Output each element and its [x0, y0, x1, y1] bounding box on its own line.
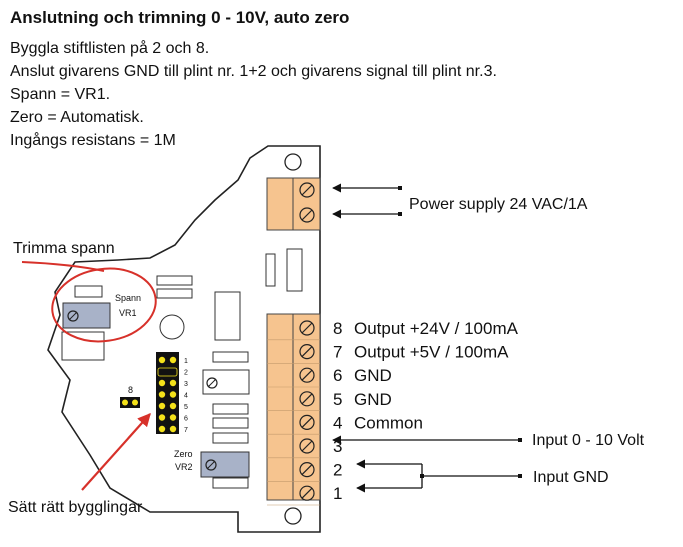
- component-resistor-a: [265, 253, 276, 287]
- satt-ratt-arrow: [81, 413, 151, 491]
- header-pin-left-6: [158, 414, 166, 421]
- zero-label: Zero: [174, 449, 193, 459]
- header-pin-right-7: [169, 425, 177, 433]
- jumper-8-label: 8: [128, 385, 133, 395]
- component-small-top: [74, 285, 103, 298]
- terminal-label-7: Output +5V / 100mA: [354, 343, 509, 362]
- terminal-label-8: Output +24V / 100mA: [354, 319, 519, 338]
- circuit-board-outline: [47, 145, 321, 533]
- input-volt-label: Input 0 - 10 Volt: [532, 432, 645, 449]
- power-supply-label: Power supply 24 VAC/1A: [409, 196, 588, 213]
- header-pin-left-5: [158, 402, 166, 410]
- component-bar-7: [212, 477, 249, 489]
- header-pin-left-1: [158, 356, 166, 364]
- header-pin-left-4: [158, 391, 166, 398]
- terminal-label-4: Common: [354, 413, 423, 432]
- trimma-spann-leader: [21, 261, 105, 272]
- terminal-number-4: 4: [333, 413, 342, 432]
- terminal-number-7: 7: [333, 343, 342, 362]
- header-pin-left-3: [158, 379, 166, 387]
- header-pin-right-6: [169, 414, 177, 421]
- terminal-number-1: 1: [333, 484, 342, 503]
- component-bar-5: [212, 417, 249, 429]
- instruction-zero: Zero = Automatisk.: [10, 109, 144, 126]
- component-relay: [214, 291, 241, 341]
- mounting-hole-top: [284, 153, 302, 171]
- satt-ratt-label: Sätt rätt bygglingar: [8, 499, 143, 516]
- instruction-jumper: Byggla stiftlisten på 2 och 8.: [10, 40, 210, 57]
- component-resistor-b: [286, 248, 303, 292]
- header-pin-left-7: [158, 425, 166, 433]
- vr1-label: VR1: [119, 308, 137, 318]
- header-pin-right-5: [169, 402, 177, 410]
- header-pin-label: 2: [184, 370, 188, 377]
- input-gnd-label: Input GND: [533, 469, 609, 486]
- header-pin-label: 3: [184, 381, 188, 388]
- spann-label: Spann: [115, 293, 141, 303]
- mounting-hole-bottom: [284, 507, 302, 525]
- terminal-number-2: 2: [333, 461, 342, 480]
- terminal-number-5: 5: [333, 390, 342, 409]
- terminal-label-5: GND: [354, 390, 392, 409]
- instruction-span: Spann = VR1.: [10, 86, 111, 103]
- header-pin-label: 4: [184, 393, 188, 400]
- page-title: Anslutning och trimning 0 - 10V, auto ze…: [10, 8, 350, 27]
- terminal-label-6: GND: [354, 366, 392, 385]
- component-block-left: [61, 331, 105, 361]
- header-pin-right-1: [169, 356, 177, 364]
- trimma-spann-label: Trimma spann: [13, 240, 115, 257]
- terminal-number-6: 6: [333, 366, 342, 385]
- header-pin-label: 5: [184, 404, 188, 411]
- instruction-resistance: Ingångs resistans = 1M: [10, 132, 176, 149]
- header-pin-label: 7: [184, 427, 188, 434]
- component-bar-3: [212, 351, 249, 363]
- component-bar-4: [212, 403, 249, 415]
- component-bar-1: [156, 275, 193, 286]
- vr2-label: VR2: [175, 462, 193, 472]
- component-bar-6: [212, 432, 249, 444]
- header-pin-label: 6: [184, 416, 188, 423]
- terminal-number-8: 8: [333, 319, 342, 338]
- jumper-link-2: [157, 367, 178, 377]
- header-pin-right-3: [169, 379, 177, 387]
- terminal-number-3: 3: [333, 437, 342, 456]
- header-pin-label: 1: [184, 358, 188, 365]
- component-bar-2: [156, 288, 193, 299]
- instruction-connect: Anslut givarens GND till plint nr. 1+2 o…: [10, 63, 497, 80]
- header-pin-right-4: [169, 391, 177, 398]
- jumper-8-block: [120, 397, 140, 408]
- component-capacitor: [159, 314, 185, 340]
